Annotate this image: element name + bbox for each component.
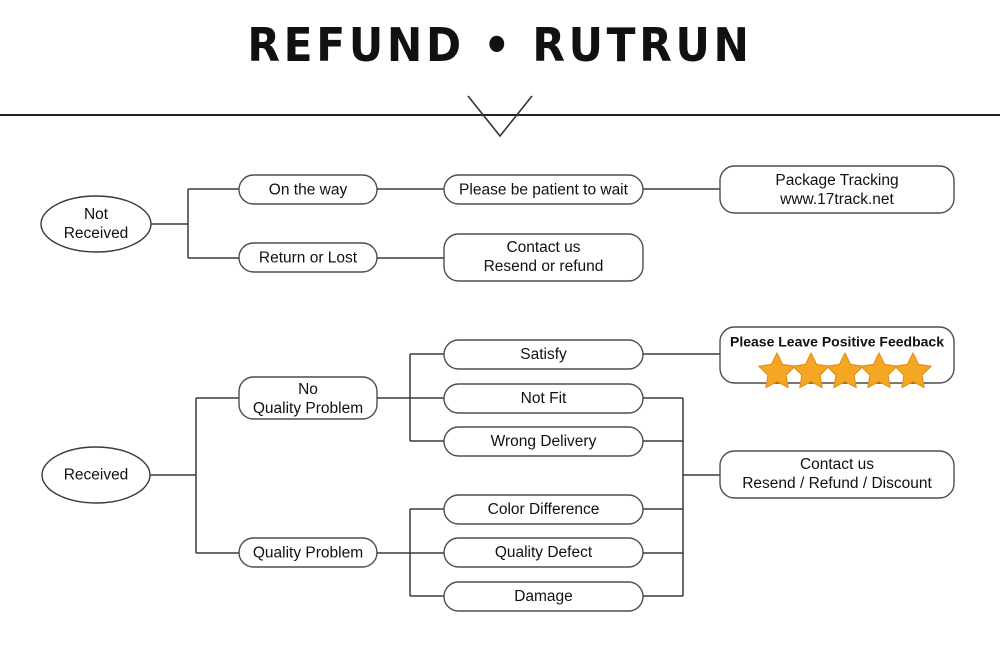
- node-on-the-way-label: On the way: [269, 182, 348, 199]
- node-quality-problem-label: Quality Problem: [253, 545, 363, 562]
- node-not-fit-label: Not Fit: [521, 390, 567, 407]
- node-received-label: Received: [64, 467, 129, 484]
- node-contact-us-line2: Resend or refund: [484, 258, 604, 275]
- node-contact-us-discount-line1: Contact us: [800, 456, 874, 473]
- node-not-received[interactable]: [40, 195, 152, 253]
- node-contact-us-line1: Contact us: [506, 239, 580, 256]
- node-wrong-delivery-label: Wrong Delivery: [491, 433, 597, 450]
- node-contact-us-resend-refund[interactable]: [443, 233, 644, 282]
- node-contact-us-discount[interactable]: [719, 450, 955, 499]
- node-return-or-lost-label: Return or Lost: [259, 250, 358, 267]
- star-icon: [825, 351, 865, 389]
- node-no-quality-problem-line2: Quality Problem: [253, 400, 363, 417]
- node-contact-us-discount-line2: Resend / Refund / Discount: [742, 475, 932, 492]
- node-color-difference-label: Color Difference: [488, 501, 600, 518]
- chevron-down-icon: [467, 95, 533, 138]
- node-positive-feedback-label: Please Leave Positive Feedback: [730, 334, 944, 350]
- star-icon: [893, 351, 933, 389]
- node-no-quality-problem-line1: No: [298, 381, 318, 398]
- node-damage-label: Damage: [514, 588, 573, 605]
- node-please-be-patient-label: Please be patient to wait: [459, 182, 629, 199]
- node-not-received-line2: Received: [64, 225, 129, 242]
- star-rating: [757, 351, 933, 389]
- node-package-tracking[interactable]: [719, 165, 955, 214]
- node-package-tracking-line2: www.17track.net: [779, 191, 894, 208]
- page-title: REFUND • RUTRUN: [247, 18, 753, 72]
- node-satisfy-label: Satisfy: [520, 346, 567, 363]
- star-icon: [757, 351, 797, 389]
- star-icon: [859, 351, 899, 389]
- node-quality-defect-label: Quality Defect: [495, 544, 593, 561]
- node-not-received-line1: Not: [84, 206, 109, 223]
- node-package-tracking-line1: Package Tracking: [775, 172, 898, 189]
- star-icon: [791, 351, 831, 389]
